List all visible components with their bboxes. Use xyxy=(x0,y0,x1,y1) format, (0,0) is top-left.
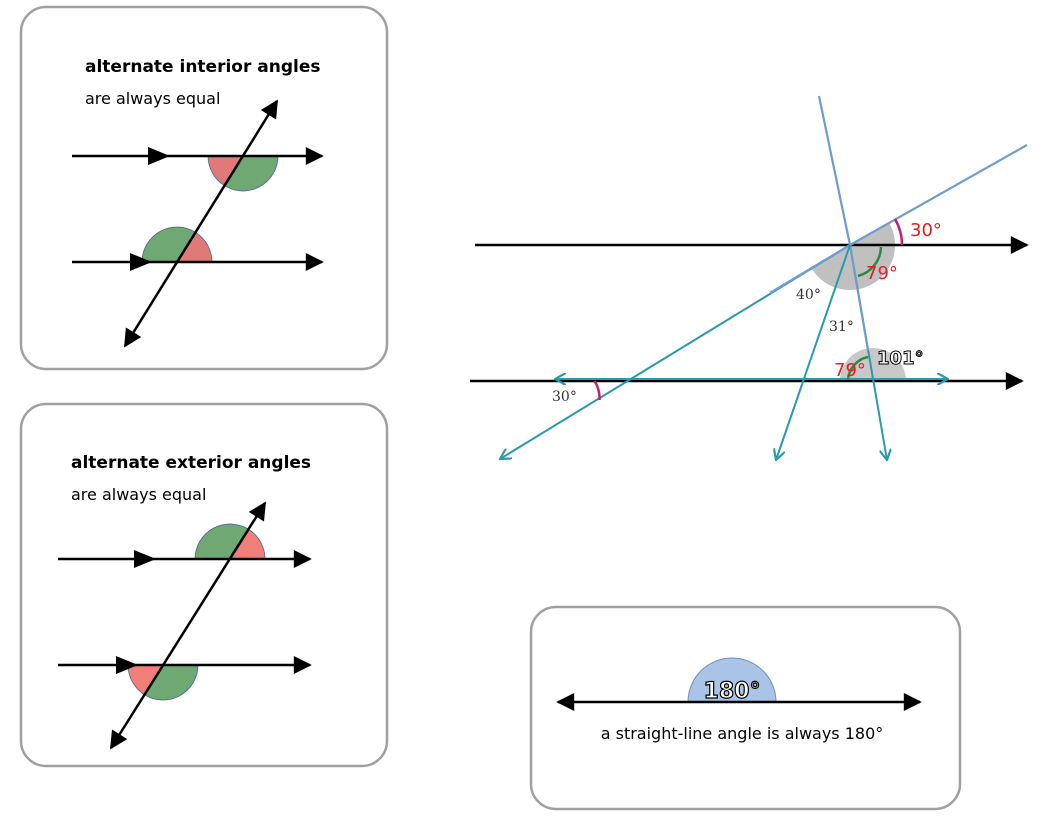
panel-subtitle: are always equal xyxy=(71,485,206,504)
panel-frame xyxy=(529,605,962,811)
blue-line xyxy=(848,244,870,351)
angle-label: 79° xyxy=(866,263,898,284)
panel-caption: a straight-line angle is always 180° xyxy=(601,724,884,743)
main-angle-diagram: 30° 79° 40° 31° 79° 101° 30° xyxy=(470,95,1029,460)
angle-arc xyxy=(893,218,904,246)
exterior-angles-panel: alternate exterior angles are always equ… xyxy=(19,402,389,768)
blue-line xyxy=(817,95,852,246)
angle-label: 30° xyxy=(552,389,577,405)
straight-angle-panel: 180° a straight-line angle is always 180… xyxy=(529,605,962,811)
interior-angles-panel: alternate interior angles are always equ… xyxy=(19,5,389,371)
angle-label-180: 180° xyxy=(704,679,761,704)
panel-title: alternate exterior angles xyxy=(71,453,311,473)
angle-arc xyxy=(593,380,601,401)
transversal-line xyxy=(109,501,267,750)
angle-label: 31° xyxy=(829,319,854,335)
angle-label: 101° xyxy=(877,348,924,369)
gray-angle-sector xyxy=(840,348,906,381)
blue-line xyxy=(849,144,1028,246)
angle-arc xyxy=(846,355,869,381)
teal-line xyxy=(776,244,851,460)
transversal-line xyxy=(123,99,279,348)
angle-label: 79° xyxy=(834,360,866,381)
angle-label: 30° xyxy=(910,220,942,241)
panel-title: alternate interior angles xyxy=(85,57,321,77)
angle-arc xyxy=(857,246,883,278)
panel-subtitle: are always equal xyxy=(85,89,220,108)
angle-label: 40° xyxy=(796,287,821,303)
blue-line xyxy=(769,244,851,294)
semicircle-angle xyxy=(687,657,777,703)
